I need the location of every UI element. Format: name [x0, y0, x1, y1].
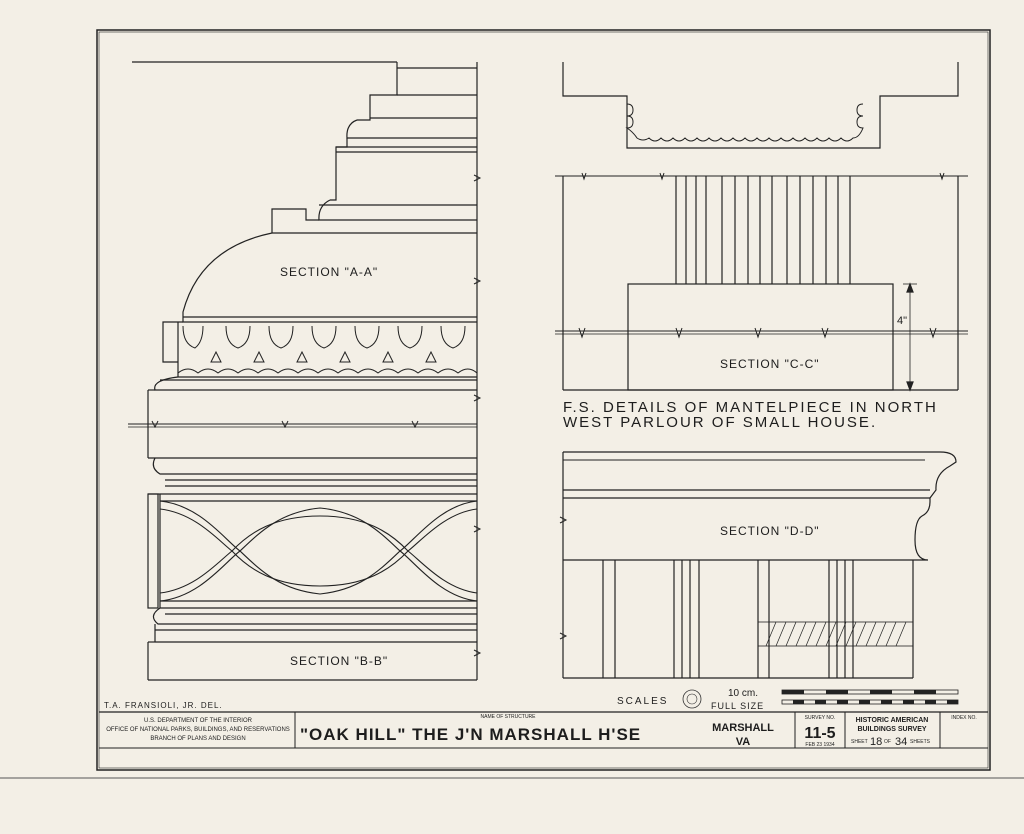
section-aa-label: SECTION "A-A" — [280, 265, 378, 279]
detail-caption-line2: WEST PARLOUR OF SMALL HOUSE. — [563, 414, 877, 431]
scale-bar — [682, 689, 959, 709]
section-dd-drawing — [559, 451, 957, 679]
survey-number: 11-5 — [804, 725, 835, 742]
mantel-top-profile — [562, 62, 959, 149]
title-block — [99, 711, 988, 749]
agency-line3: BRANCH OF PLANS AND DESIGN — [150, 736, 245, 742]
detail-caption-line1: F.S. DETAILS OF MANTELPIECE IN NORTH — [563, 399, 938, 416]
survey-date: FEB 23 1934 — [805, 742, 834, 748]
section-dd-label: SECTION "D-D" — [720, 524, 820, 538]
sheet-number: 18 — [870, 736, 882, 748]
scale-metric: 10 cm. — [728, 688, 758, 699]
scale-full-size: FULL SIZE — [711, 701, 764, 711]
structure-name: "OAK HILL" THE J'N MARSHALL H'SE — [300, 725, 641, 744]
habs-line2: BUILDINGS SURVEY — [857, 726, 926, 733]
survey-caption: SURVEY NO. — [805, 715, 836, 721]
seal-icon — [682, 689, 702, 709]
structure-location-1: MARSHALL — [712, 722, 774, 734]
habs-line1: HISTORIC AMERICAN — [856, 717, 929, 724]
agency-line1: U.S. DEPARTMENT OF THE INTERIOR — [144, 718, 253, 724]
sheets-label: SHEETS — [910, 739, 931, 745]
scale-label: SCALES — [617, 696, 668, 707]
section-cc-label: SECTION "C-C" — [720, 357, 820, 371]
sheet-of: OF — [884, 739, 891, 745]
index-label: INDEX NO. — [951, 715, 977, 721]
structure-caption: NAME OF STRUCTURE — [481, 714, 537, 720]
section-bb-label: SECTION "B-B" — [290, 654, 388, 668]
section-cc-drawing — [555, 172, 968, 392]
sheet-border — [96, 29, 991, 771]
sheet-total: 34 — [895, 736, 907, 748]
structure-location-2: VA — [736, 736, 751, 748]
dimension-label: 4" — [897, 315, 907, 327]
agency-line2: OFFICE OF NATIONAL PARKS, BUILDINGS, AND… — [106, 727, 290, 733]
delineator: T.A. FRANSIOLI, JR. DEL. — [104, 701, 223, 710]
section-aa-bb-drawing — [128, 61, 482, 681]
sheet-prefix: SHEET — [851, 739, 868, 745]
